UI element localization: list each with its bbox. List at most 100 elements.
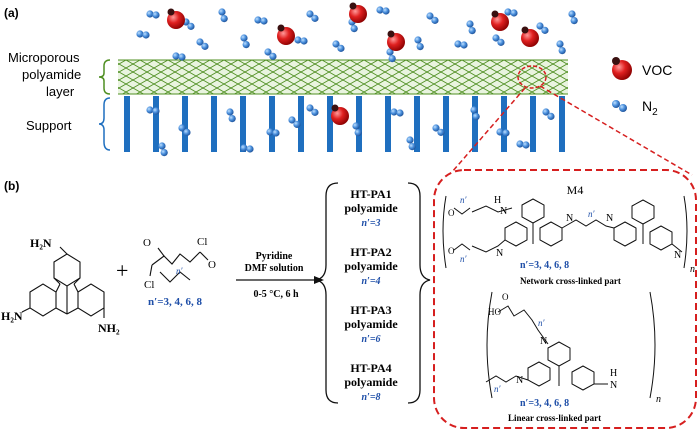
layer-label-line2: polyamide bbox=[22, 67, 81, 82]
voc-molecule bbox=[387, 30, 405, 51]
n2-molecule bbox=[146, 106, 160, 115]
reaction-arrow bbox=[236, 276, 324, 284]
linear-structure bbox=[485, 291, 656, 399]
n2-molecule bbox=[226, 108, 236, 123]
product-sub: polyamide bbox=[344, 317, 398, 331]
n2-molecule bbox=[266, 128, 280, 137]
acyl-cl2: Cl bbox=[197, 236, 207, 248]
network-n-sub-2: n′ bbox=[460, 254, 468, 264]
n2-molecule bbox=[158, 142, 168, 157]
acyl-o1: O bbox=[143, 237, 151, 249]
linear-n-sub-2: n′ bbox=[494, 384, 502, 394]
n2-molecule bbox=[536, 22, 549, 34]
product-sub: polyamide bbox=[344, 259, 398, 273]
linear-n-sub-1: n′ bbox=[538, 318, 546, 328]
m4-title: M4 bbox=[567, 183, 584, 197]
molecule-field bbox=[136, 2, 578, 157]
network-n-sub-3: n′ bbox=[588, 209, 596, 219]
n2-molecule bbox=[470, 106, 480, 121]
network-o-1: O bbox=[448, 208, 455, 218]
voc-molecule bbox=[331, 104, 349, 125]
support-pillar bbox=[530, 96, 536, 152]
product-name: HT-PA3 bbox=[350, 303, 391, 317]
legend: VOC N2 bbox=[612, 57, 672, 118]
reagent-line1: Pyridine bbox=[256, 251, 293, 262]
acyl-n-values: n′=3, 4, 6, 8 bbox=[148, 296, 202, 308]
support-pillar bbox=[269, 96, 275, 152]
support-pillar bbox=[414, 96, 420, 152]
product-sub: polyamide bbox=[344, 201, 398, 215]
n2-molecule bbox=[264, 48, 277, 60]
legend-n2-icon bbox=[612, 100, 627, 112]
linear-n-1: N bbox=[540, 336, 547, 347]
network-n-1: N bbox=[500, 206, 507, 217]
n2-molecule bbox=[496, 128, 510, 137]
acyl-chloride bbox=[149, 247, 209, 283]
n2-molecule bbox=[432, 124, 445, 136]
panel-a-label: (a) bbox=[4, 6, 19, 20]
n2-molecule bbox=[288, 116, 301, 128]
zoom-callout bbox=[433, 65, 697, 429]
voc-molecule bbox=[521, 26, 539, 47]
n2-molecule bbox=[568, 10, 578, 25]
network-n-sub-1: n′ bbox=[460, 195, 468, 205]
legend-voc-icon bbox=[612, 57, 632, 80]
linear-ho: HO bbox=[488, 307, 501, 317]
voc-molecule bbox=[349, 2, 367, 23]
product-name: HT-PA2 bbox=[350, 245, 391, 259]
support-pillar bbox=[240, 96, 246, 152]
amine-right: NH₂ bbox=[98, 321, 120, 335]
linear-n-2: N bbox=[516, 375, 523, 386]
n2-molecule bbox=[306, 10, 319, 22]
n2-molecule bbox=[414, 36, 424, 51]
support-pillar bbox=[356, 96, 362, 152]
product-sub: polyamide bbox=[344, 375, 398, 389]
polyamide-membrane bbox=[118, 59, 568, 95]
m4-dashed-frame bbox=[433, 169, 697, 429]
n2-molecule bbox=[254, 16, 268, 25]
legend-n2-label: N2 bbox=[642, 98, 658, 118]
n2-molecule bbox=[178, 124, 191, 136]
n2-molecule bbox=[294, 36, 308, 45]
support-pillar bbox=[124, 96, 130, 152]
n2-molecule bbox=[386, 48, 396, 63]
linear-n-3: N bbox=[610, 380, 617, 391]
support-pillar bbox=[298, 96, 304, 152]
layer-label-line3: layer bbox=[46, 84, 75, 99]
linear-n-values: n′=3, 4, 6, 8 bbox=[520, 398, 569, 409]
n2-molecule bbox=[556, 40, 566, 55]
support-pillar bbox=[327, 96, 333, 152]
network-n-4: N bbox=[606, 213, 613, 224]
support-pillar bbox=[182, 96, 188, 152]
n2-molecule bbox=[172, 52, 186, 61]
n2-molecule bbox=[306, 104, 319, 116]
product-right-brace bbox=[407, 182, 431, 404]
network-nh-1: H bbox=[494, 195, 501, 206]
n2-molecule bbox=[352, 122, 362, 137]
support-label: Support bbox=[26, 118, 72, 133]
n2-molecule bbox=[406, 136, 416, 151]
network-n-2: N bbox=[496, 248, 503, 259]
support-pillars bbox=[124, 96, 565, 152]
network-caption: Network cross-linked part bbox=[520, 276, 621, 286]
layer-brace bbox=[98, 59, 111, 95]
linear-h-1: H bbox=[610, 368, 617, 379]
n2-molecule bbox=[240, 34, 250, 49]
legend-voc-label: VOC bbox=[642, 62, 672, 78]
triamine-monomer bbox=[21, 246, 105, 318]
linear-o-1: O bbox=[502, 292, 509, 302]
n2-molecule bbox=[542, 108, 555, 120]
n2-molecule bbox=[516, 140, 530, 149]
acyl-o2: O bbox=[208, 259, 216, 271]
n2-molecule bbox=[218, 8, 228, 23]
product-n: n′=6 bbox=[361, 334, 380, 345]
network-n-values: n′=3, 4, 6, 8 bbox=[520, 260, 569, 271]
plus-sign: + bbox=[116, 258, 128, 283]
n2-molecule bbox=[492, 34, 505, 46]
product-n: n′=3 bbox=[361, 218, 380, 229]
acyl-n-index: n′ bbox=[176, 266, 184, 276]
product-list: HT-PA1polyamiden′=3HT-PA2polyamiden′=4HT… bbox=[344, 187, 398, 403]
n2-molecule bbox=[146, 10, 160, 19]
support-brace bbox=[98, 97, 111, 151]
network-n-5: N bbox=[674, 250, 681, 261]
